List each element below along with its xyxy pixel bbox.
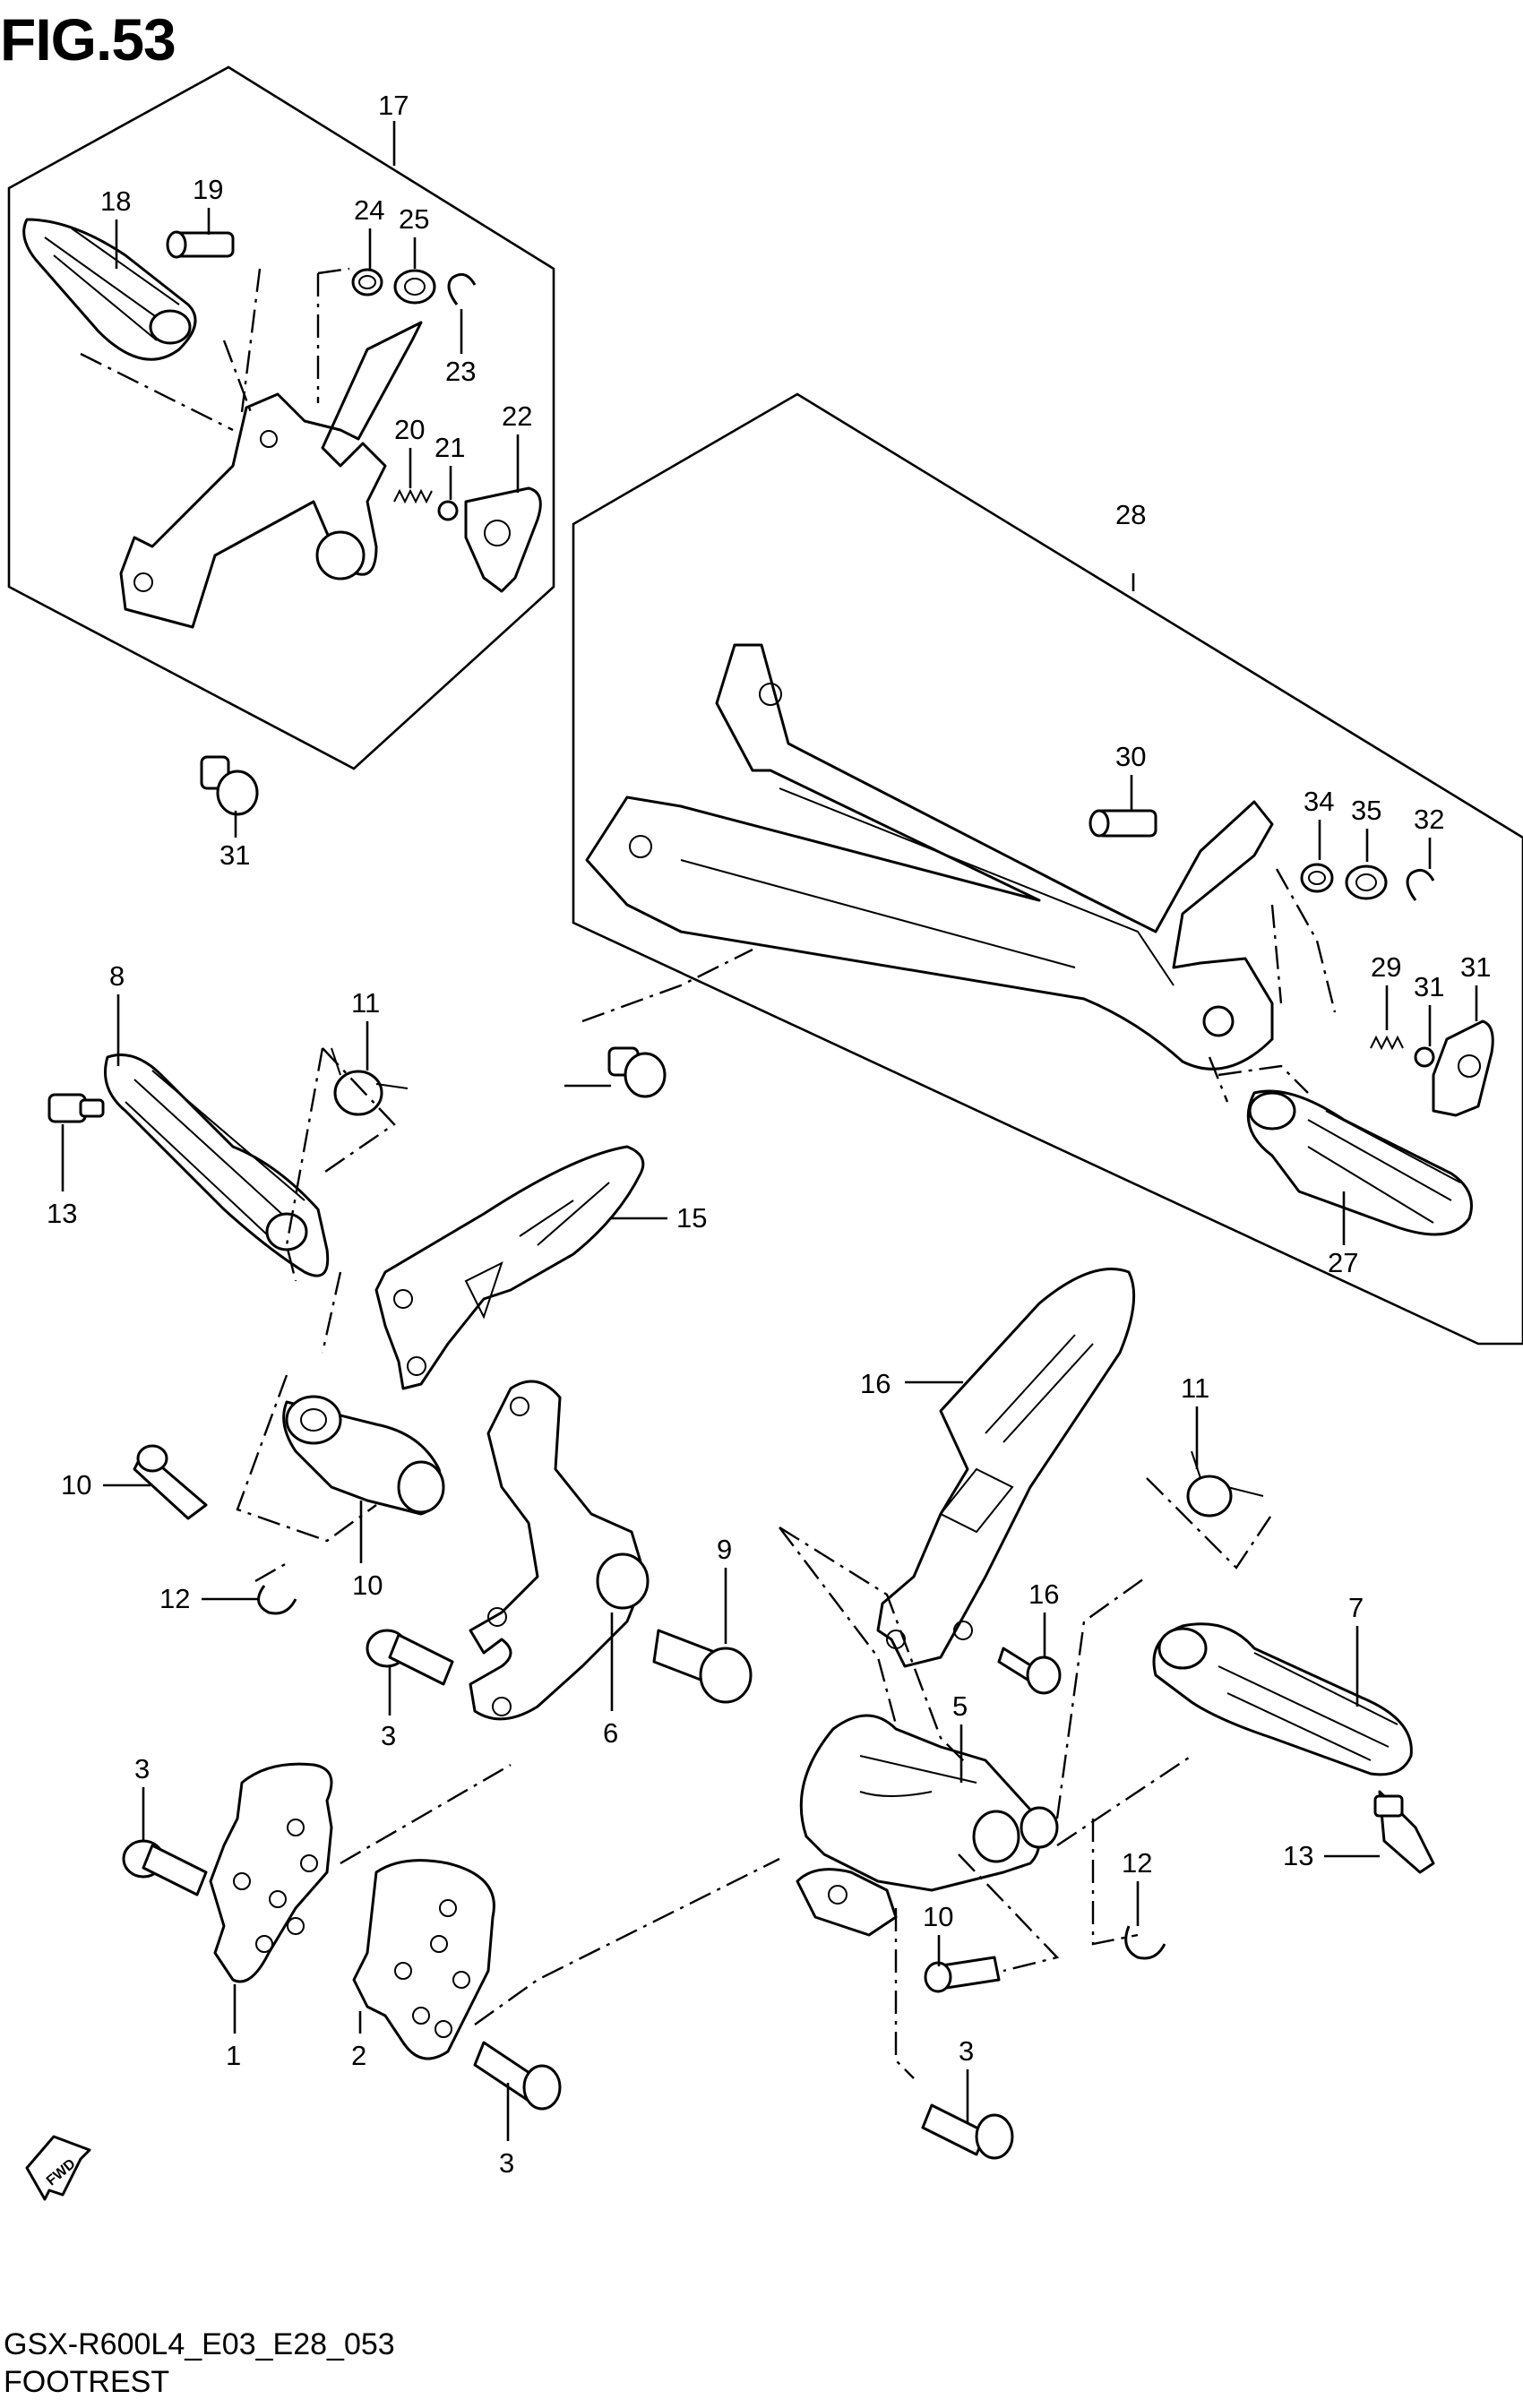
callout-27: 27 [1328,1247,1358,1278]
callout-12-left: 12 [159,1583,190,1614]
callout-9: 9 [717,1534,732,1565]
bolt-3-d-shape [921,2103,1014,2160]
bolt-3-a-shape [366,1629,454,1686]
fwd-arrow-icon: FWD [25,2135,91,2201]
callout-33: 34 [1304,786,1334,817]
callout-19: 19 [193,174,223,205]
callout-28: 30 [1115,741,1146,772]
bracket-15-shape [876,1268,1136,1668]
spring-11-right-shape [1186,1450,1264,1518]
pin-19-shape [166,230,235,259]
plate-1-shape [209,1762,333,1983]
bolt-9-shape [652,1629,753,1704]
callout-24: 24 [354,194,384,226]
callout-12-right: 12 [1122,1847,1152,1879]
spring-11-left-shape [331,1047,409,1116]
bolt-35-shape [607,1046,667,1098]
callout-2: 2 [351,2040,366,2071]
footpeg-7-shape [1152,1622,1413,1776]
bracket-26-shape [585,643,1274,1071]
callout-31-right: 31 [1460,951,1491,983]
callout-5: 5 [952,1690,968,1722]
figure-title: FIG.53 [0,6,176,73]
callout-11-left: 11 [351,987,380,1019]
callout-22: 22 [502,400,532,432]
bolt-13-left-shape [47,1093,105,1123]
pin-10-left-shape [133,1444,208,1520]
holder-8-shape [282,1395,445,1516]
callouts: 17 18 19 24 25 23 20 21 22 31 28 30 34 3… [47,90,1491,2179]
bolt-3-c-shape [473,2041,562,2111]
bolt-3-b-shape [122,1839,208,1896]
plate-2-shape [352,1859,495,2060]
callout-7: 7 [1348,1592,1364,1623]
bracket-17-shape [119,321,423,629]
clip-12-right-shape [1124,1925,1166,1960]
callout-18: 18 [100,185,131,217]
callout-34: 35 [1351,795,1381,826]
callout-13-left: 13 [47,1198,77,1229]
clip-12-left-shape [257,1585,297,1615]
section-name: FOOTREST [4,2365,170,2399]
pin-28-shape [1088,809,1157,838]
bracket-14-shape [374,1145,645,1390]
callout-1: 1 [226,2040,241,2071]
callout-15: 16 [860,1368,891,1399]
callout-17: 17 [378,90,409,121]
assembly-17-outline [7,65,555,770]
callout-4: 6 [603,1717,618,1749]
footpeg-27-shape [1246,1089,1473,1236]
callout-29: 29 [1371,951,1401,983]
callout-32: 32 [1414,804,1444,835]
callout-30: 31 [1414,971,1444,1002]
bolt-16-shape [997,1647,1062,1695]
callout-8: 10 [352,1570,383,1601]
callout-11-right: 11 [1181,1372,1209,1404]
bolt-31-shape [200,755,259,816]
callout-10-left: 10 [61,1469,91,1501]
footpeg-18-shape [22,218,197,361]
assembly-26-outline [572,392,1523,1346]
bolt-13-right-shape [1373,1790,1435,1874]
callout-16: 16 [1028,1578,1059,1610]
callout-23: 23 [445,356,476,387]
callout-3-d: 3 [959,2035,974,2067]
callout-26: 28 [1115,499,1146,530]
pin-10-right-shape [924,1956,1001,1993]
callout-6: 8 [109,960,125,992]
callout-21: 21 [435,432,465,463]
callout-3-c: 3 [499,2147,514,2179]
callout-13-right: 13 [1283,1840,1313,1871]
callout-25: 25 [399,203,429,235]
callout-10-right: 10 [923,1901,953,1932]
holder-5-shape [799,1714,1059,1892]
callout-14: 15 [676,1202,707,1234]
model-code: GSX-R600L4_E03_E28_053 [4,2327,395,2361]
callout-31-top: 31 [219,839,250,871]
bracket-4-shape [469,1380,650,1721]
callout-20: 20 [394,414,425,445]
callout-3-b: 3 [134,1753,150,1784]
footpeg-6-shape [104,1054,330,1277]
callout-3-a: 3 [381,1720,396,1751]
